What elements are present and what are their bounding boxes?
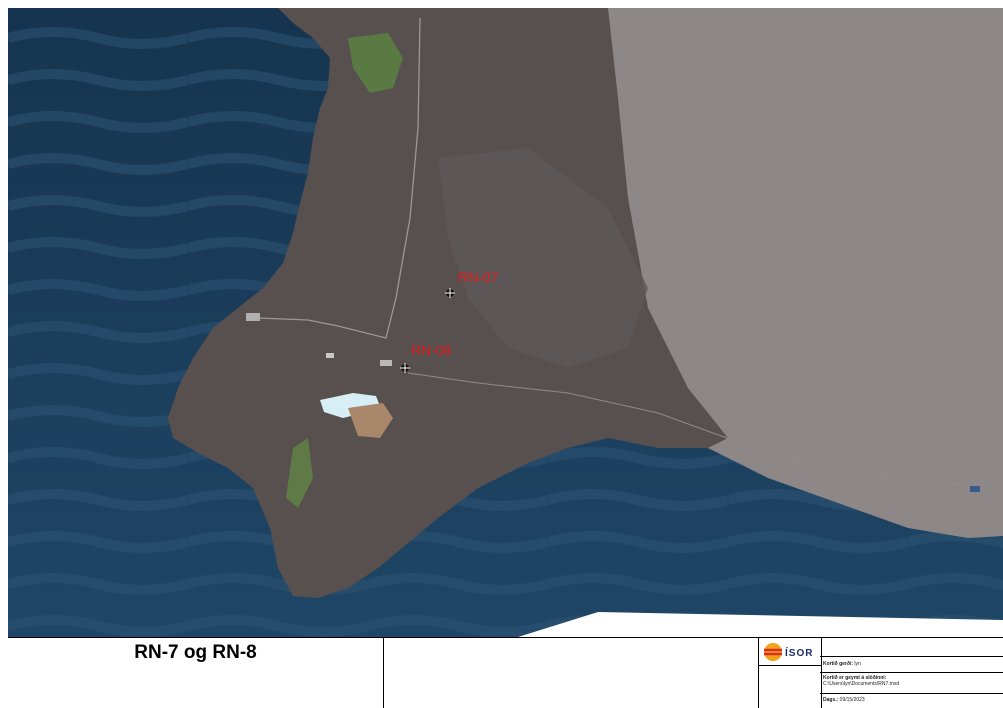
coastal-grass [348, 33, 403, 93]
date-label: Dags.: [823, 697, 839, 703]
date-value: 09/15/2023 [839, 697, 865, 703]
stored-label: Kortið er geymt á slóðinni: [823, 675, 887, 681]
industrial-area [348, 403, 393, 438]
date-row: Dags.: 09/15/2023 [820, 694, 1003, 708]
well-icon [400, 363, 410, 373]
lava-flow-texture [438, 148, 648, 368]
info-panel: Kortið gerði: lyn Kortið er geymt á slóð… [820, 638, 1003, 708]
title-block: RN-7 og RN-8 ÍSOR Kortið gerði: lyn Kort… [8, 637, 1003, 708]
author-label: Kortið gerði: [823, 661, 853, 667]
isor-logo-icon [764, 643, 782, 661]
building [326, 353, 334, 358]
aerial-map[interactable] [8, 8, 1003, 637]
building [246, 313, 260, 321]
map-frame[interactable]: RN-07 RN-08 [8, 8, 1003, 637]
title-divider [383, 638, 384, 708]
map-title: RN-7 og RN-8 [134, 642, 257, 663]
well-label-rn-07: RN-07 [458, 269, 499, 285]
coastal-grass-south [286, 438, 313, 508]
stored-row: Kortið er geymt á slóðinni: C:\Users\lyn… [820, 673, 1003, 694]
author-value: lyn [854, 661, 861, 667]
building [970, 486, 980, 492]
info-blank [820, 638, 1003, 657]
logo-text: ÍSOR [785, 648, 814, 659]
logo-box: ÍSOR [759, 638, 821, 666]
logo-cell: ÍSOR [758, 638, 822, 708]
road-east [407, 372, 1003, 489]
well-label-rn-08: RN-08 [411, 342, 452, 358]
building [380, 360, 392, 366]
survey-polygon [518, 612, 1003, 637]
stored-path: C:\Users\lyn\Documents\RN7.mxd [823, 681, 900, 687]
well-icon [445, 288, 455, 298]
author-row: Kortið gerði: lyn [820, 657, 1003, 673]
road [257, 17, 421, 339]
